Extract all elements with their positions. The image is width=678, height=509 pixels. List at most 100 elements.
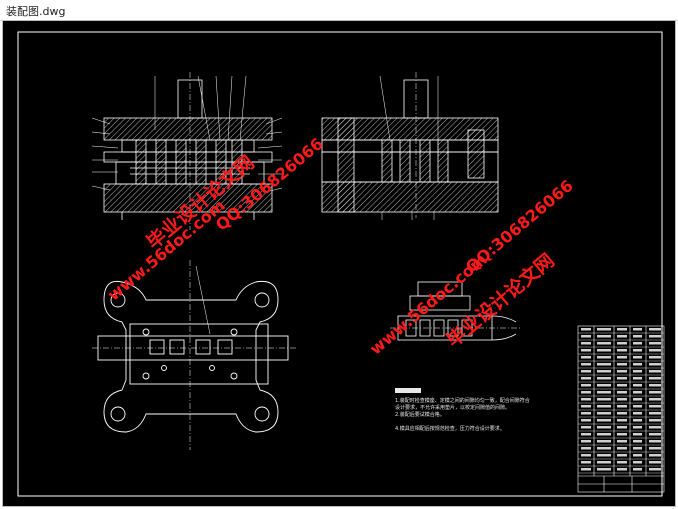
table-cell-mark [597,335,611,338]
table-cell-mark [649,391,661,394]
table-cell-mark [617,454,627,457]
drawing-canvas[interactable] [2,20,676,507]
table-cell-mark [649,398,661,401]
table-cell-mark [633,440,642,443]
table-cell-mark [597,356,611,359]
table-cell-mark [633,454,642,457]
table-cell-mark [581,440,591,443]
table-cell-mark [617,440,627,443]
notes-heading [395,388,421,393]
table-cell-mark [581,384,591,387]
table-cell-mark [617,370,627,373]
table-cell-mark [649,454,661,457]
table-cell-mark [649,342,661,345]
note-line-1: 1.装配时检查模座、定模之间的间隙均匀一致，配合间隙符合 [395,398,530,404]
front-section-view [91,72,283,230]
title-block-cells [581,328,661,471]
table-cell-mark [597,349,611,352]
table-cell-mark [597,363,611,366]
table-cell-mark [617,461,627,464]
table-cell-mark [633,356,642,359]
table-cell-mark [597,370,611,373]
table-cell-mark [649,384,661,387]
table-cell-mark [617,349,627,352]
strip-layout [390,281,520,341]
table-cell-mark [633,335,642,338]
table-cell-mark [649,447,661,450]
table-cell-mark [633,363,642,366]
table-cell-mark [617,433,627,436]
table-cell-mark [649,412,661,415]
table-cell-mark [649,356,661,359]
table-cell-mark [649,468,661,471]
table-cell-mark [633,377,642,380]
table-cell-mark [597,412,611,415]
table-cell-mark [581,419,591,422]
table-cell-mark [581,461,591,464]
table-cell-mark [617,412,627,415]
table-cell-mark [581,335,591,338]
table-cell-mark [581,426,591,429]
table-cell-mark [581,405,591,408]
table-cell-mark [597,433,611,436]
table-cell-mark [617,391,627,394]
table-cell-mark [597,398,611,401]
table-cell-mark [633,384,642,387]
table-cell-mark [581,356,591,359]
table-cell-mark [617,328,627,331]
table-cell-mark [633,328,642,331]
table-cell-mark [581,377,591,380]
note-line-2: 设计要求，不允许采用垫片，以校定间隙值的间隙。 [395,405,511,411]
table-cell-mark [633,461,642,464]
table-cell-mark [581,454,591,457]
table-cell-mark [649,461,661,464]
table-cell-mark [597,454,611,457]
table-cell-mark [597,426,611,429]
table-cell-mark [617,398,627,401]
table-cell-mark [617,377,627,380]
table-cell-mark [649,419,661,422]
window-title: 装配图.dwg [6,5,66,18]
table-cell-mark [597,419,611,422]
table-cell-mark [633,419,642,422]
table-cell-mark [633,412,642,415]
table-cell-mark [633,391,642,394]
table-cell-mark [633,342,642,345]
title-block [577,325,665,493]
table-cell-mark [633,447,642,450]
table-cell-mark [649,370,661,373]
table-cell-mark [581,349,591,352]
table-cell-mark [649,433,661,436]
table-cell-mark [581,433,591,436]
table-cell-mark [597,440,611,443]
table-cell-mark [597,391,611,394]
table-cell-mark [649,405,661,408]
table-cell-mark [617,356,627,359]
table-cell-mark [649,440,661,443]
plan-view [92,260,296,450]
note-line-4: 4.模具应相配后按规范检查，压力符合设计要求。 [395,426,505,432]
table-cell-mark [633,349,642,352]
table-cell-mark [597,461,611,464]
note-line-3: 2.装配后要试模合格。 [395,412,445,418]
table-cell-mark [581,328,591,331]
table-cell-mark [617,342,627,345]
table-cell-mark [597,468,611,471]
table-cell-mark [649,349,661,352]
table-cell-mark [617,363,627,366]
table-cell-mark [633,433,642,436]
table-cell-mark [581,363,591,366]
table-cell-mark [649,377,661,380]
table-cell-mark [617,405,627,408]
table-cell-mark [617,468,627,471]
table-cell-mark [597,377,611,380]
table-cell-mark [581,398,591,401]
table-cell-mark [649,426,661,429]
table-cell-mark [633,398,642,401]
table-cell-mark [581,370,591,373]
table-cell-mark [617,419,627,422]
table-cell-mark [633,468,642,471]
table-cell-mark [649,335,661,338]
table-cell-mark [581,342,591,345]
table-cell-mark [617,447,627,450]
